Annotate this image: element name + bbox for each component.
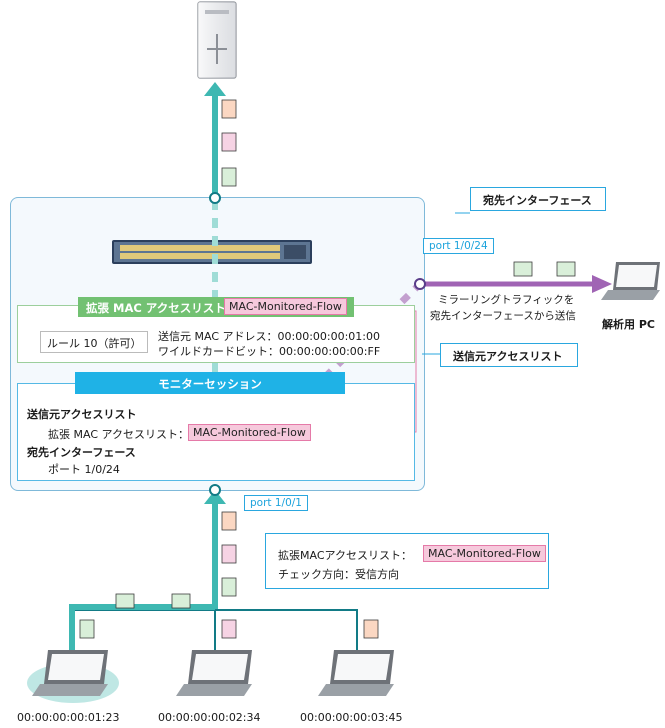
monitor-title: モニターセッション [158, 377, 262, 391]
rule-wildcard-line: ワイルドカードビット：00:00:00:00:00:FF [158, 345, 381, 358]
monitor-header: モニターセッション [75, 372, 345, 394]
server-icon [197, 1, 237, 79]
laptop-icon [176, 650, 252, 696]
analyzer-line-1: ミラーリングトラフィックを [438, 294, 575, 306]
analyzer-line-2: 宛先インターフェースから送信 [430, 310, 576, 322]
laptop-icon [601, 262, 660, 300]
monitor-src-name: MAC-Monitored-Flow [188, 424, 311, 441]
laptop-icon [27, 650, 119, 703]
acl-header-title: 拡張 MAC アクセスリスト： [86, 301, 238, 315]
monitor-src-heading: 送信元アクセスリスト [27, 408, 137, 421]
monitor-src-prefix: 拡張 MAC アクセスリスト： [48, 428, 189, 441]
acl-name-badge: MAC-Monitored-Flow [224, 298, 347, 315]
port-1-label: port 1/0/1 [244, 495, 308, 511]
monitor-dst-item: ポート 1/0/24 [48, 463, 120, 476]
rule-label: ルール 10（許可） [47, 337, 142, 350]
frame-icon [221, 99, 237, 187]
monitor-dst-heading: 宛先インターフェース [27, 446, 136, 459]
host-mac-3: 00:00:00:00:03:45 [300, 711, 403, 724]
rule-source-line: 送信元 MAC アドレス：00:00:00:00:01:00 [158, 330, 381, 343]
dest-if-callout: 宛先インターフェース [470, 187, 606, 211]
host-mac-1: 00:00:00:00:01:23 [17, 711, 120, 724]
analyzer-label: 解析用 PC [602, 318, 655, 331]
switch-icon [112, 240, 312, 264]
port-24-label: port 1/0/24 [423, 238, 494, 254]
rule-box: ルール 10（許可） [40, 331, 148, 353]
laptop-icon [318, 650, 394, 696]
ingress-callout: 拡張MACアクセスリスト： MAC-Monitored-Flow チェック方向：… [265, 533, 549, 589]
host-mac-2: 00:00:00:00:02:34 [158, 711, 261, 724]
src-acl-callout: 送信元アクセスリスト [440, 343, 578, 367]
